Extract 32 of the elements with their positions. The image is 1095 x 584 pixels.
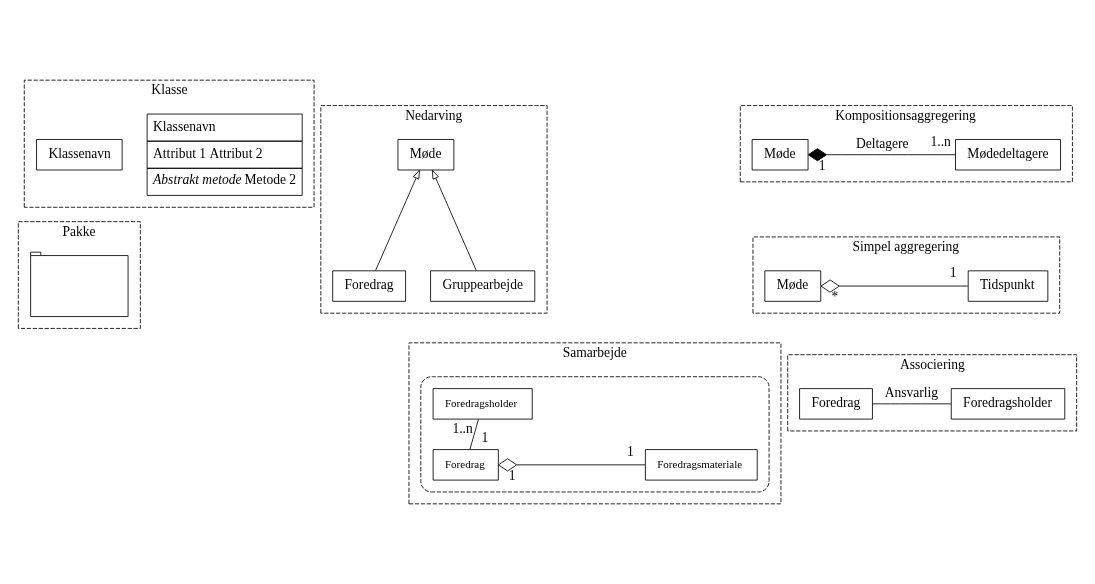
- node-box: Foredragsmateriale: [644, 449, 758, 481]
- arrow: [431, 169, 477, 271]
- node-box: Møde: [764, 270, 822, 302]
- label: 1: [949, 265, 957, 281]
- label: 1: [626, 444, 634, 460]
- node-box: Foredrag: [432, 449, 499, 481]
- label: *: [831, 289, 839, 305]
- connector: [497, 458, 646, 472]
- label: 1: [508, 468, 516, 484]
- connector: [469, 418, 479, 450]
- node-box: Foredrag: [332, 270, 406, 302]
- node-box: Foredragsholder: [432, 388, 533, 420]
- label: 1..n: [452, 421, 473, 437]
- node-box: Mødedeltagere: [955, 139, 1061, 171]
- connector: [807, 148, 956, 162]
- connector: [872, 403, 952, 405]
- edge-label: Ansvarlig: [884, 384, 939, 400]
- node-box: Møde: [397, 139, 455, 171]
- node-box: Klassenavn: [36, 139, 123, 171]
- label: 1..n: [930, 133, 951, 149]
- label: 1: [818, 157, 826, 173]
- cluster: Pakke: [17, 221, 141, 329]
- label: 1: [481, 430, 489, 446]
- arrow: [375, 169, 420, 271]
- cluster: [420, 376, 770, 493]
- node-box: Tidspunkt: [967, 270, 1049, 302]
- node-box: Gruppearbejde: [430, 270, 536, 302]
- node-box: Møde: [751, 139, 809, 171]
- edge-label: Deltagere: [855, 135, 909, 151]
- node-box: Foredrag: [799, 388, 873, 420]
- connector: [820, 279, 969, 293]
- node-box: Foredragsholder: [950, 388, 1066, 420]
